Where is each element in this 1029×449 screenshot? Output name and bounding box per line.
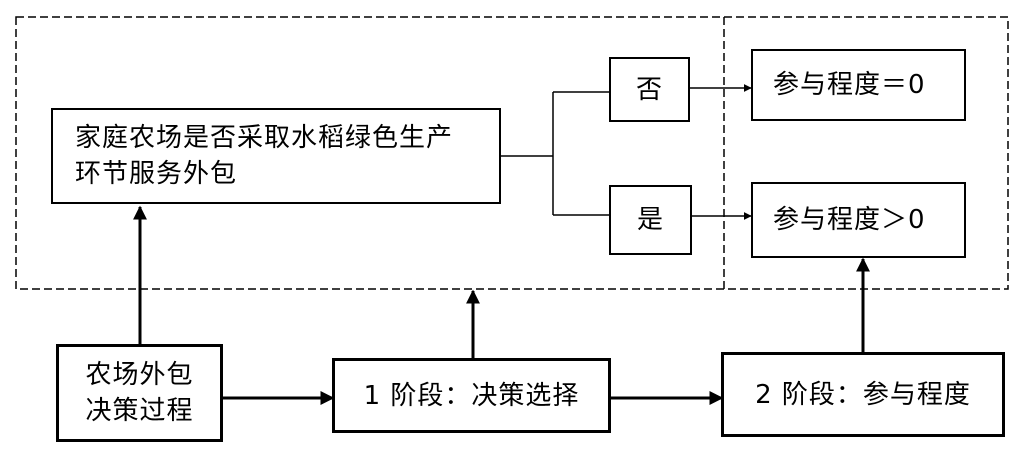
result-positive-box: 参与程度＞0: [751, 182, 966, 258]
process-box: 农场外包 决策过程: [56, 344, 223, 442]
result-zero-box: 参与程度＝0: [751, 49, 966, 121]
answer-yes-box: 是: [609, 185, 692, 255]
result-positive-label: 参与程度＞0: [773, 205, 926, 235]
stage1-label: 1 阶段：决策选择: [363, 380, 580, 411]
stage1-box: 1 阶段：决策选择: [332, 358, 611, 433]
answer-no-box: 否: [609, 57, 690, 122]
answer-yes-label: 是: [636, 205, 664, 235]
answer-no-label: 否: [635, 74, 663, 105]
main-question-label: 家庭农场是否采取水稻绿色生产 环节服务外包: [75, 123, 454, 189]
process-label: 农场外包 决策过程: [85, 360, 194, 426]
decision-group-frame: [15, 16, 1009, 290]
result-zero-label: 参与程度＝0: [773, 70, 926, 100]
stage2-box: 2 阶段：参与程度: [721, 352, 1005, 437]
stage2-label: 2 阶段：参与程度: [755, 379, 971, 410]
main-question-box: 家庭农场是否采取水稻绿色生产 环节服务外包: [51, 108, 501, 204]
